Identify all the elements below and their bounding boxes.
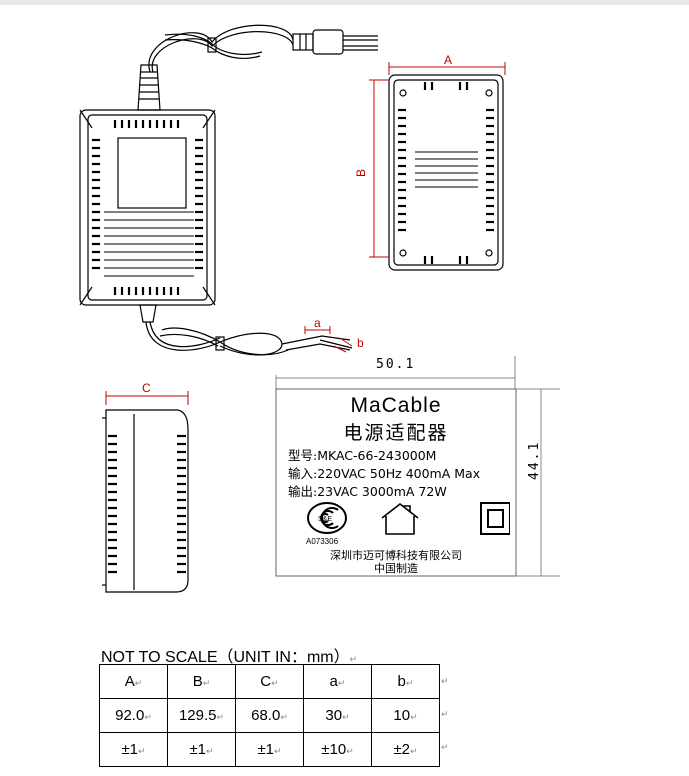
adapter-body-icon <box>79 109 216 306</box>
back-view-icon <box>388 74 504 271</box>
value-cell: 10↵ <box>371 698 440 733</box>
nameplate-height-label: 44.1 <box>527 440 542 480</box>
scale-note-text: NOT TO SCALE（UNIT IN：mm） <box>101 649 350 666</box>
header-cell: b↵ <box>371 664 440 699</box>
made-in-label: 中国制造 <box>374 562 418 575</box>
dim-label-a-lower: a <box>314 316 321 330</box>
dimension-line-c <box>105 391 189 405</box>
dim-label-a-upper: A <box>444 53 453 67</box>
output-key: 输出: <box>288 484 318 499</box>
cert-symbols <box>307 502 510 535</box>
header-cell: A↵ <box>99 664 168 699</box>
tolerance-cell: ±1↵ <box>99 732 168 767</box>
header-cell: a↵ <box>303 664 372 699</box>
manufacturer-name: 深圳市迈可博科技有限公司 <box>330 549 462 562</box>
value-cell: 92.0↵ <box>99 698 168 733</box>
dim-label-b-upper: B <box>354 168 369 178</box>
cert-code: A073306 <box>306 537 339 546</box>
product-type: 电源适配器 <box>343 422 449 444</box>
nameplate-outline <box>275 388 517 577</box>
tolerance-cell: ±2↵ <box>371 732 440 767</box>
value-cell: 129.5↵ <box>167 698 236 733</box>
row-end-mark: ↵ <box>441 709 449 719</box>
lower-cable-icon <box>139 304 353 356</box>
cert-mark-text: S&E <box>318 516 333 523</box>
tolerance-cell: ±1↵ <box>235 732 304 767</box>
header-cell: B↵ <box>167 664 236 699</box>
top-strip <box>0 0 689 5</box>
adapter-drawing <box>79 24 560 593</box>
home-icon <box>381 502 419 535</box>
ccc-mark-icon <box>307 502 347 534</box>
plug-icon <box>292 29 378 55</box>
input-key: 输入: <box>288 466 318 481</box>
row-end-mark: ↵ <box>441 742 449 752</box>
double-insulation-icon <box>480 502 510 535</box>
nameplate-width-label: 50.1 <box>376 357 416 372</box>
tolerance-cell: ±10↵ <box>303 732 372 767</box>
table-row: ±1↵ ±1↵ ±1↵ ±10↵ ±2↵ <box>99 732 440 767</box>
strain-relief-icon <box>137 64 161 111</box>
nameplate-dimension-lines <box>275 356 560 577</box>
model-row: 型号:MKAC-66-243000M <box>288 445 436 464</box>
value-cell: 68.0↵ <box>235 698 304 733</box>
model-key: 型号: <box>288 448 318 463</box>
model-value: MKAC-66-243000M <box>317 448 437 463</box>
brand-name: MaCable <box>350 394 442 417</box>
output-row: 输出:23VAC 3000mA 72W <box>288 481 447 500</box>
input-row: 输入:220VAC 50Hz 400mA Max <box>288 463 480 482</box>
return-mark-icon: ↵ <box>349 654 358 664</box>
dim-label-c-upper: C <box>142 381 151 395</box>
upper-cable-icon <box>148 24 294 73</box>
output-value: 23VAC 3000mA 72W <box>317 484 447 499</box>
value-cell: 30↵ <box>303 698 372 733</box>
table-row: A↵ B↵ C↵ a↵ b↵ <box>99 664 440 699</box>
dimension-lines-ab <box>369 62 506 258</box>
row-end-mark: ↵ <box>441 676 449 686</box>
nameplate: MaCable 电源适配器 型号:MKAC-66-243000M 输入:220V… <box>276 389 516 576</box>
cable-dimension-marks <box>304 326 353 353</box>
tolerance-cell: ±1↵ <box>167 732 236 767</box>
spec-table: A↵ B↵ C↵ a↵ b↵ 92.0↵ 129.5↵ 68.0↵ 30↵ 10… <box>99 664 440 767</box>
input-value: 220VAC 50Hz 400mA Max <box>317 466 481 481</box>
table-row: 92.0↵ 129.5↵ 68.0↵ 30↵ 10↵ <box>99 698 440 733</box>
header-cell: C↵ <box>235 664 304 699</box>
side-view-icon <box>102 409 189 593</box>
dim-label-b-lower: b <box>357 336 364 350</box>
scale-note: NOT TO SCALE（UNIT IN：mm）↵ <box>101 643 357 667</box>
